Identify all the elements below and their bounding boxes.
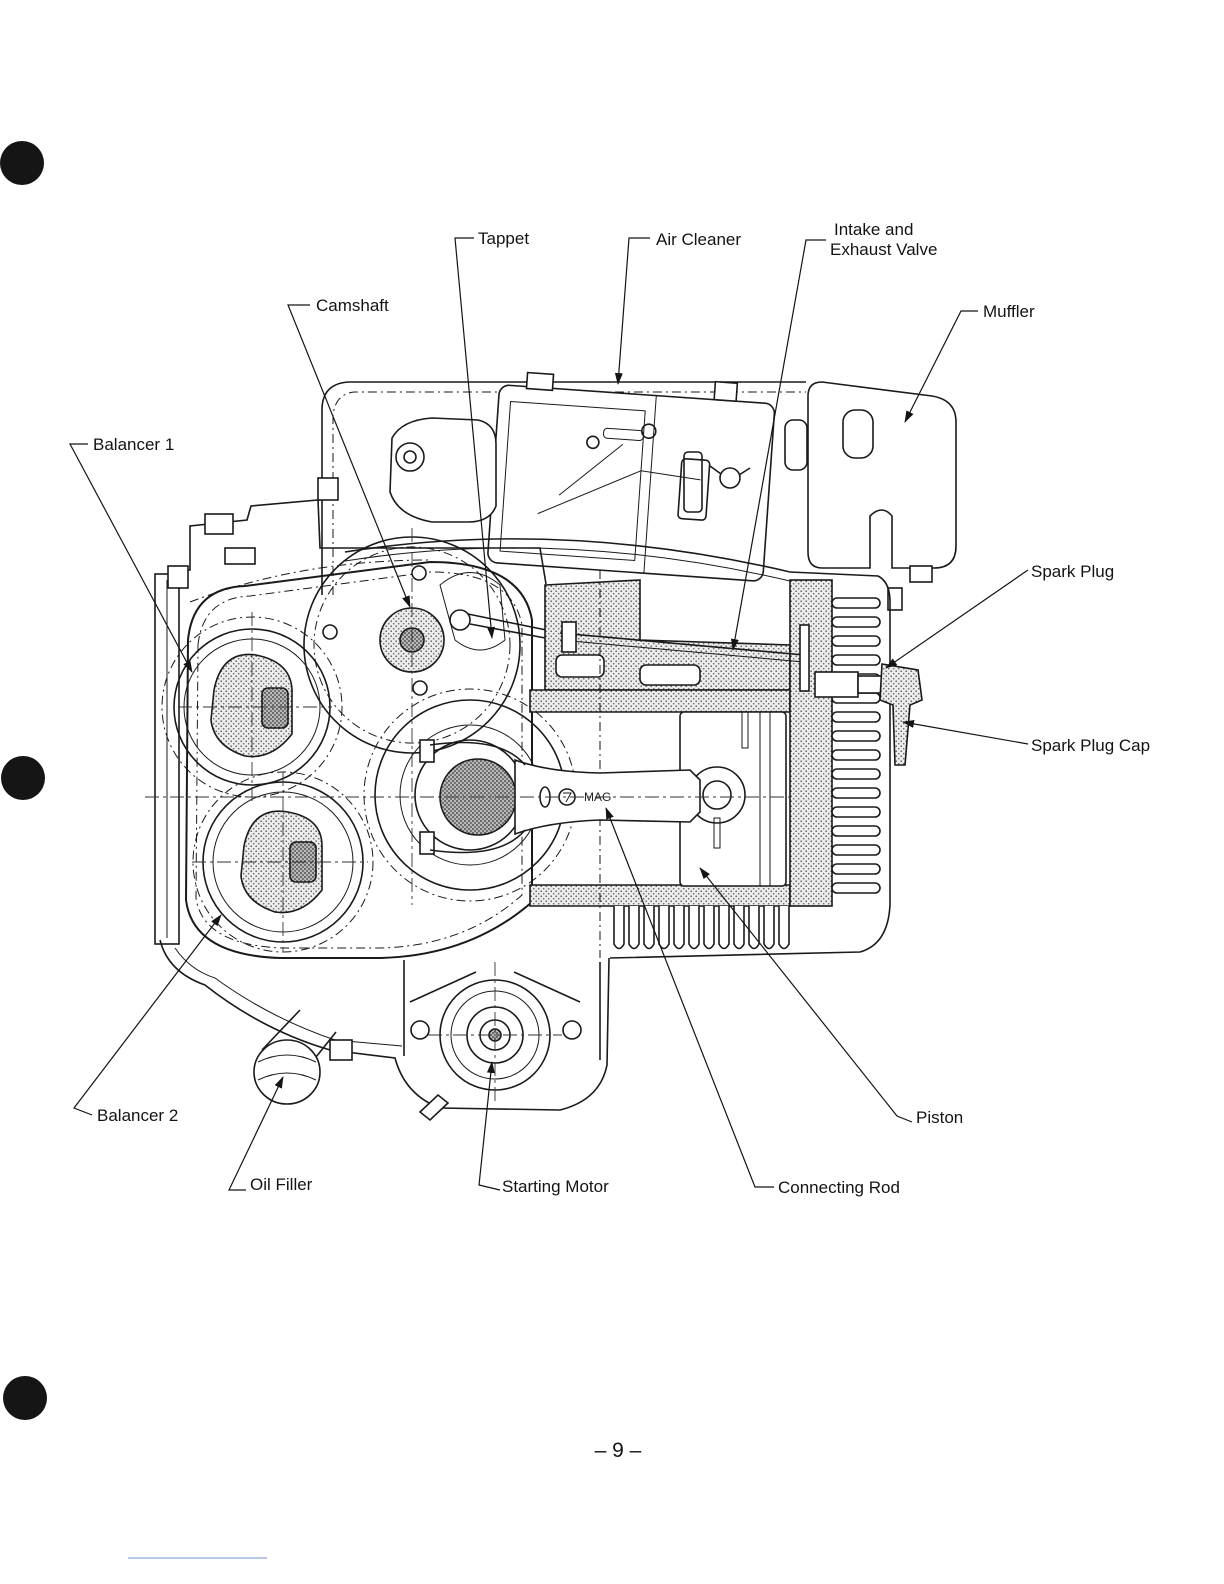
label-spark-plug-cap: Spark Plug Cap [1031,736,1150,755]
cylinder-barrel-fin [779,906,789,949]
exhaust-port [640,665,700,685]
valve-spring-retainer [562,622,576,652]
oil-filler-bolt [330,1040,352,1060]
cylinder-head-fin [832,655,880,665]
camshaft-bolt [413,681,427,695]
cylinder-head-fin [832,826,880,836]
cylinder-head [790,580,832,906]
rod-cap-bolt [420,740,434,762]
balancer-1-hub [262,688,288,728]
oil-filler-cap [254,1040,320,1104]
tappet [450,610,470,630]
spark-plug-hex [815,672,858,697]
cylinder-barrel-fin [749,906,759,949]
cylinder-head-fin [832,617,880,627]
crankcase-bolt [168,566,188,588]
leader-balancer-1 [70,444,192,672]
intake-port [556,655,604,677]
air-cleaner-clip [714,382,737,401]
cylinder-head-fin [832,636,880,646]
label-tappet: Tappet [478,229,529,248]
cylinder-barrel-fin [764,906,774,949]
spark-plug-cap [880,664,922,765]
cylinder-wall-bottom [530,885,790,906]
page-number: – 9 – [595,1439,642,1462]
oil-filler [254,1010,352,1104]
crankcase-bolt [205,514,233,534]
cylinder-barrel-fin [629,906,639,949]
camshaft-bolt [323,625,337,639]
muffler-body [808,382,956,568]
starter-terminal-stud [420,1095,448,1120]
starting-motor [404,960,600,1120]
cylinder-barrel-fins [614,906,789,949]
rocker-shape [440,573,505,651]
air-cleaner-clip [526,373,553,391]
air-cleaner-assembly [487,367,776,582]
cylinder-head-fin [832,807,880,817]
leader-spark-plug-cap [903,722,1028,744]
tappet-rod [468,614,556,640]
cylinder-barrel-fin [674,906,684,949]
cylinder-head-fin [832,598,880,608]
air-cleaner-case [487,385,775,582]
leader-air-cleaner [618,238,650,384]
label-spark-plug: Spark Plug [1031,562,1114,581]
label-muffler: Muffler [983,302,1035,321]
muffler-pipe [785,420,807,470]
leader-spark-plug [886,570,1028,668]
cylinder-head-fin [832,883,880,893]
label-intake-exhaust-valve-line2: Exhaust Valve [830,240,937,259]
cylinder-head-fin [832,845,880,855]
leader-oil-filler [229,1077,283,1190]
label-balancer-2: Balancer 2 [97,1106,178,1125]
label-piston: Piston [916,1108,963,1127]
cylinder-head-fin [832,769,880,779]
binder-punch-holes [0,141,47,1420]
label-air-cleaner: Air Cleaner [656,230,741,249]
cylinder-head-fin [832,712,880,722]
muffler-bracket-bolt [910,566,932,582]
tappet-assembly [440,573,556,651]
label-connecting-rod: Connecting Rod [778,1178,900,1197]
valve-head [800,625,809,691]
cylinder-barrel-fin [614,906,624,949]
punch-hole-top [0,141,44,185]
label-oil-filler: Oil Filler [250,1175,313,1194]
engine-cutaway-drawing: MAG [145,367,956,1120]
punch-hole-middle [1,756,45,800]
punch-hole-bottom [3,1376,47,1420]
leader-balancer-2 [74,915,221,1115]
cylinder-head-fin [832,750,880,760]
cylinder-head-fin [832,864,880,874]
cylinder-barrel-fin [659,906,669,949]
crankcase-bolt [318,478,338,500]
crankcase-bolt [225,548,255,564]
cylinder-wall-top [530,690,790,712]
cylinder-head-fin [832,731,880,741]
cylinder-barrel-fin [704,906,714,949]
cylinder-barrel-fin [689,906,699,949]
cylinder-barrel-fin [719,906,729,949]
label-intake-exhaust-valve-line1: Intake and [834,220,913,239]
label-camshaft: Camshaft [316,296,389,315]
cylinder-head-fins [832,598,880,893]
oil-sump-inner-line [175,948,402,1046]
starter-mount-bolt [411,1021,429,1039]
cylinder-head-fin [832,788,880,798]
label-balancer-1: Balancer 1 [93,435,174,454]
label-starting-motor: Starting Motor [502,1177,609,1196]
camshaft-bolt [412,566,426,580]
starter-mount-bolt [563,1021,581,1039]
